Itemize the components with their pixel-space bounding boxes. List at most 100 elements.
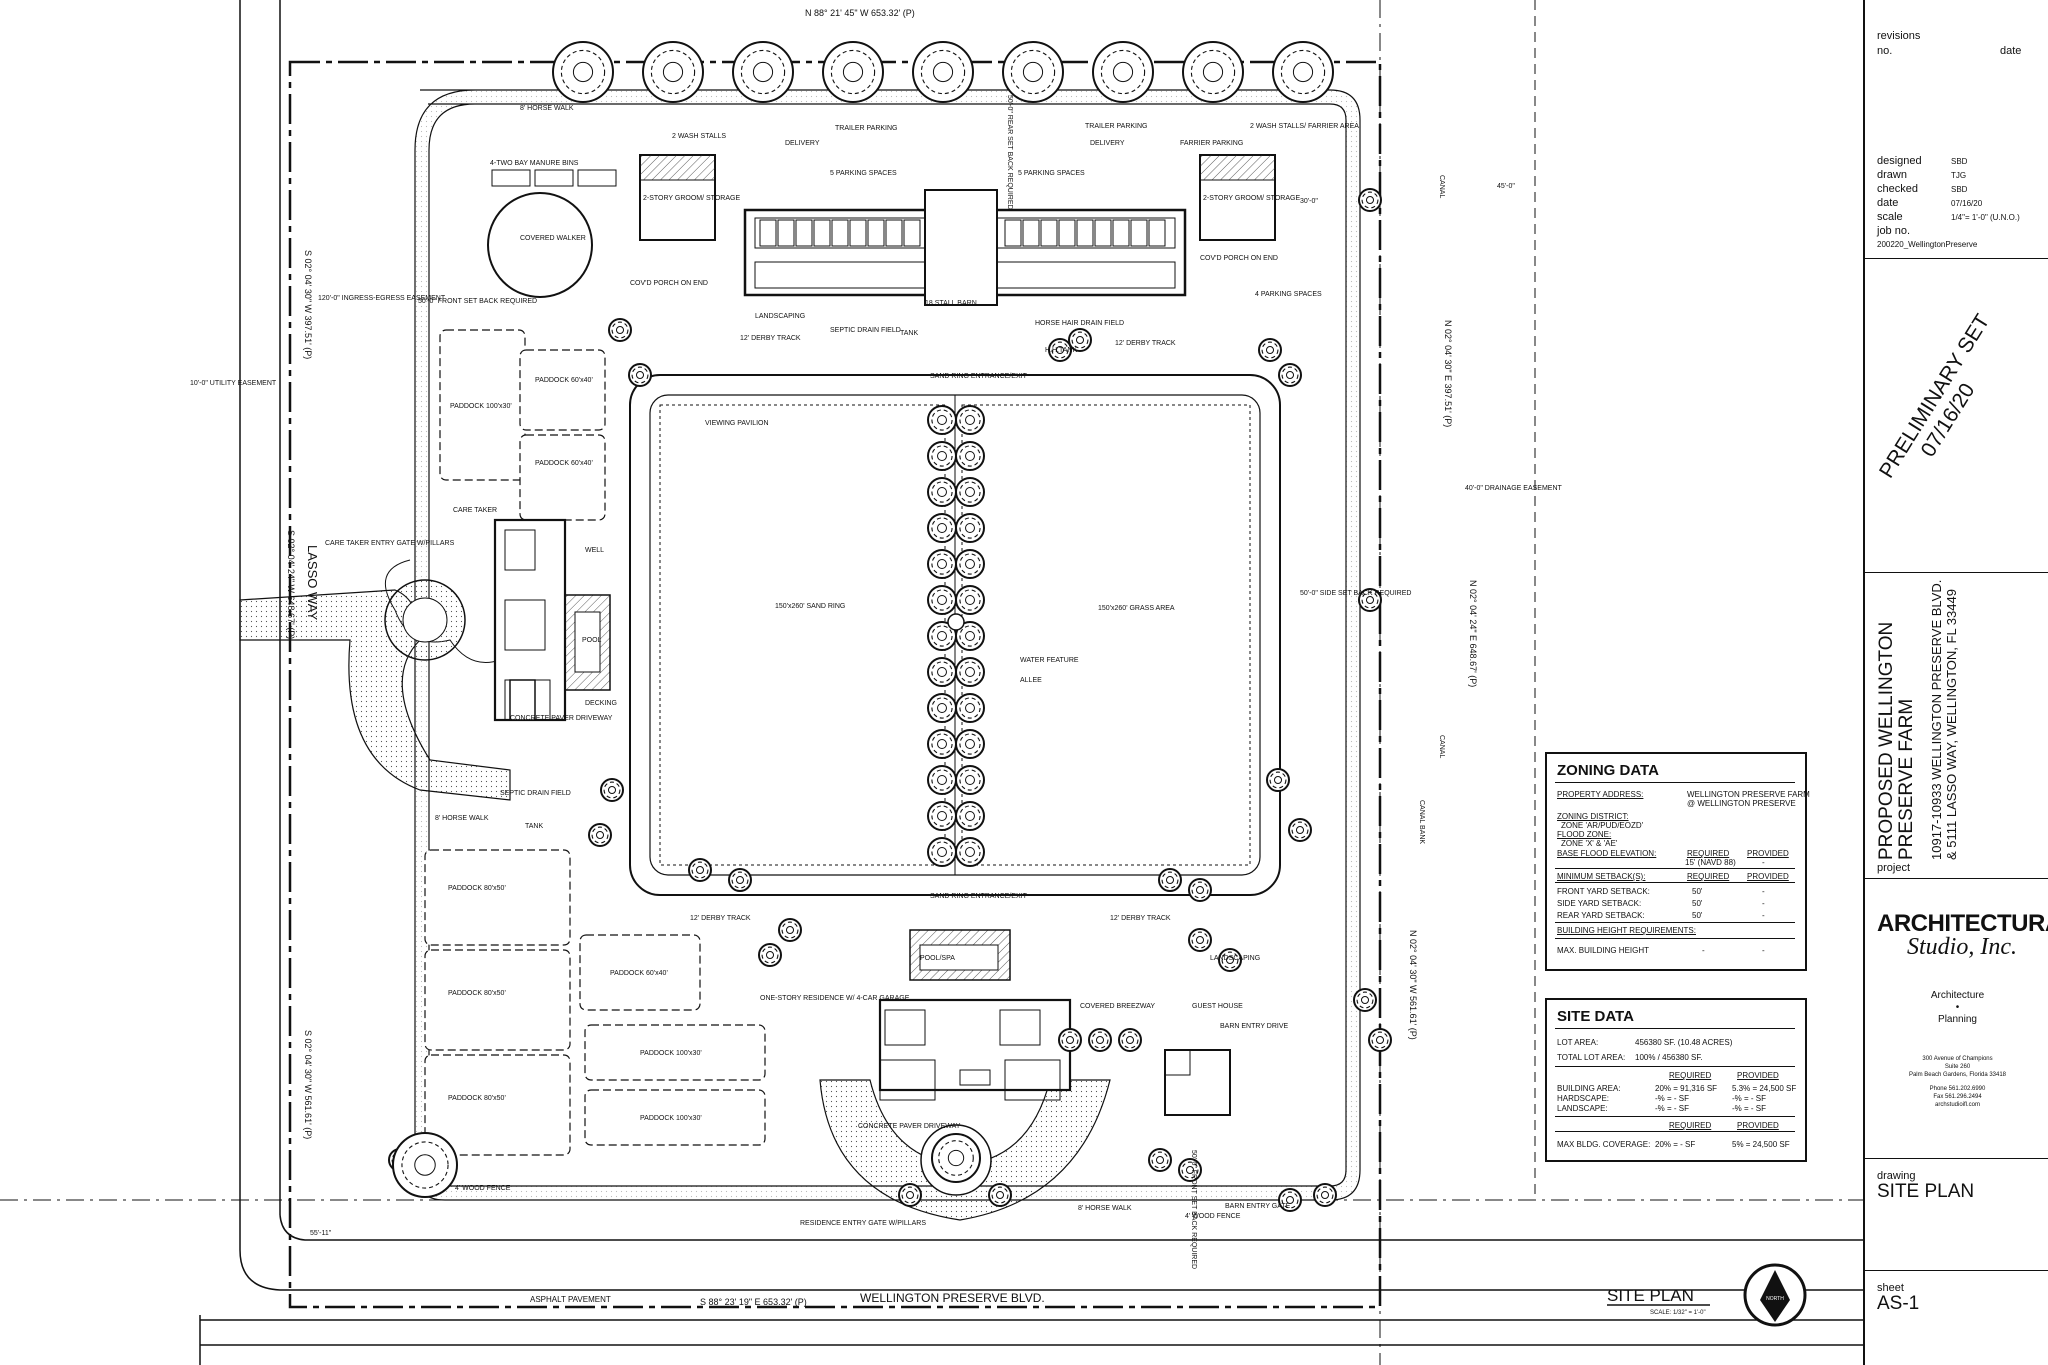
- total-lot-label: TOTAL LOT AREA:: [1557, 1053, 1626, 1062]
- shrub: [988, 1183, 1012, 1207]
- sheet-label: sheet: [1877, 1282, 1904, 1294]
- label-decking: DECKING: [585, 700, 617, 707]
- zoning-property-1: WELLINGTON PRESERVE FARM: [1687, 790, 1810, 799]
- setback-rear-prov: -: [1762, 911, 1765, 920]
- setback-front-label: FRONT YARD SETBACK:: [1557, 887, 1650, 896]
- flood-zone-label: FLOOD ZONE:: [1557, 830, 1612, 839]
- label-paver-s: CONCRETE PAVER DRIVEWAY: [858, 1123, 961, 1130]
- boundary-east-lower: N 02° 04' 30" W 561.61' (P): [1408, 930, 1418, 1040]
- north-trees: [552, 41, 1334, 103]
- label-front-setback-s: 50'-0" FRONT SET BACK REQUIRED: [1190, 1150, 1197, 1269]
- base-flood-prov: -: [1762, 858, 1765, 867]
- allee-tree: [955, 657, 985, 687]
- canal-north: CANAL: [1438, 175, 1445, 198]
- label-wood-fence-e: 4' WOOD FENCE: [1185, 1213, 1241, 1220]
- shrub: [1088, 1028, 1112, 1052]
- firm-name-2: Studio, Inc.: [1907, 934, 2017, 960]
- label-trailer-w: TRAILER PARKING: [835, 125, 898, 132]
- landscape-req: -% = - SF: [1655, 1104, 1690, 1113]
- lasso-way: LASSO WAY: [305, 545, 320, 620]
- firm-address-c: Palm Beach Gardens, Florida 33418: [1908, 1072, 2007, 1078]
- allee-tree: [927, 585, 957, 615]
- shrub: [1048, 338, 1072, 362]
- allee-tree: [927, 405, 957, 435]
- label-paddock-60-b: PADDOCK 60'x40': [535, 460, 593, 467]
- label-landscaping-n: LANDSCAPING: [755, 313, 805, 320]
- project-address-1: 10917-10933 WELLINGTON PRESERVE BLVD.: [1929, 579, 1944, 860]
- label-front-setback: 50'-0" FRONT SET BACK REQUIRED: [418, 298, 537, 305]
- setback-front-prov: -: [1762, 887, 1765, 896]
- label-allee: ALLEE: [1020, 677, 1042, 684]
- north-tree: [552, 41, 614, 103]
- shrub: [588, 823, 612, 847]
- feature-tree-sw: [392, 1132, 458, 1198]
- project-block: PROPOSED WELLINGTON PRESERVE FARM 10917-…: [1876, 579, 1959, 860]
- shrub: [608, 318, 632, 342]
- label-care-taker: CARE TAKER: [453, 507, 497, 514]
- label-rear-setback: 50'-0" REAR SET BACK REQUIRED: [1006, 95, 1013, 210]
- shrub: [1278, 363, 1302, 387]
- feature-tree-entry: [931, 1133, 981, 1183]
- firm-phone: Phone 561.202.6990: [1929, 1086, 1986, 1092]
- firm-address-a: 300 Avenue of Champions: [1922, 1056, 1993, 1062]
- label-tank-n: TANK: [900, 330, 918, 337]
- site-plan-title: SITE PLAN: [1607, 1286, 1694, 1305]
- shrub: [1266, 768, 1290, 792]
- shrub: [1188, 928, 1212, 952]
- label-horse-walk-w: 8' HORSE WALK: [435, 815, 489, 822]
- allee-tree: [955, 441, 985, 471]
- zoning-title: ZONING DATA: [1557, 762, 1659, 779]
- north-tree: [1182, 41, 1244, 103]
- allee-tree: [927, 693, 957, 723]
- label-hh-tank: H.H.TANK: [1045, 347, 1077, 354]
- coverage-req: 20% = - SF: [1655, 1140, 1696, 1149]
- site-plan-title-group: SITE PLAN SCALE: 1/32" = 1'-0" NORTH: [1607, 1263, 1807, 1327]
- north-tree: [642, 41, 704, 103]
- label-trailer-e: TRAILER PARKING: [1085, 123, 1148, 130]
- label-horse-walk-s: 8' HORSE WALK: [1078, 1205, 1132, 1212]
- label-ring-entrance-n: SAND RING ENTRANCE/EXIT: [930, 373, 1028, 380]
- label-residence: ONE-STORY RESIDENCE W/ 4-CAR GARAGE: [760, 995, 910, 1002]
- shrub: [600, 778, 624, 802]
- allee-tree: [955, 585, 985, 615]
- drawing-label: drawing: [1877, 1170, 1916, 1182]
- lot-area-label: LOT AREA:: [1557, 1038, 1599, 1047]
- revisions-label: revisions: [1877, 30, 1921, 42]
- allee-tree: [927, 765, 957, 795]
- shrub: [758, 943, 782, 967]
- shrub: [898, 1183, 922, 1207]
- water-feature: [947, 613, 965, 631]
- zoning-provided-h1: PROVIDED: [1747, 849, 1789, 858]
- north-tree: [1272, 41, 1334, 103]
- north-tree: [732, 41, 794, 103]
- label-delivery-e: DELIVERY: [1090, 140, 1125, 147]
- designed-label: designed: [1877, 155, 1922, 167]
- allee-tree: [927, 657, 957, 687]
- label-side-setback: 50'-0" SIDE SET BACK REQUIRED: [1300, 590, 1411, 597]
- plan-labels: N 88° 21' 45" W 653.32' (P) S 88° 23' 19…: [190, 8, 1563, 1307]
- label-tank-s: TANK: [525, 823, 543, 830]
- shrub: [1118, 1028, 1142, 1052]
- shrub: [628, 363, 652, 387]
- lot-area: 456380 SF. (10.48 ACRES): [1635, 1038, 1733, 1047]
- north-tree: [912, 41, 974, 103]
- shrub: [1188, 878, 1212, 902]
- allee-trees: [927, 405, 985, 867]
- allee-tree: [955, 837, 985, 867]
- allee-tree: [955, 765, 985, 795]
- boundary-east-middle: N 02° 04' 24" E 648.67' (P): [1468, 580, 1478, 687]
- label-dim-55: 55'-11": [310, 1230, 332, 1237]
- asphalt-pavement: ASPHALT PAVEMENT: [530, 1295, 611, 1304]
- site-provided-h2: PROVIDED: [1737, 1121, 1779, 1130]
- label-paddock-80-b: PADDOCK 80'x50': [448, 990, 506, 997]
- label-groom-w: 2-STORY GROOM/ STORAGE: [643, 195, 740, 202]
- shrub: [1288, 818, 1312, 842]
- label-delivery-w: DELIVERY: [785, 140, 820, 147]
- zoning-district-label: ZONING DISTRICT:: [1557, 812, 1629, 821]
- firm-address-b: Suite 260: [1944, 1064, 1971, 1070]
- label-wash-stalls-e: 2 WASH STALLS/ FARRIER AREA: [1250, 123, 1359, 130]
- allee-tree: [955, 513, 985, 543]
- label-breezeway: COVERED BREEZWAY: [1080, 1003, 1155, 1010]
- project-name-1: PROPOSED WELLINGTON: [1876, 621, 1897, 860]
